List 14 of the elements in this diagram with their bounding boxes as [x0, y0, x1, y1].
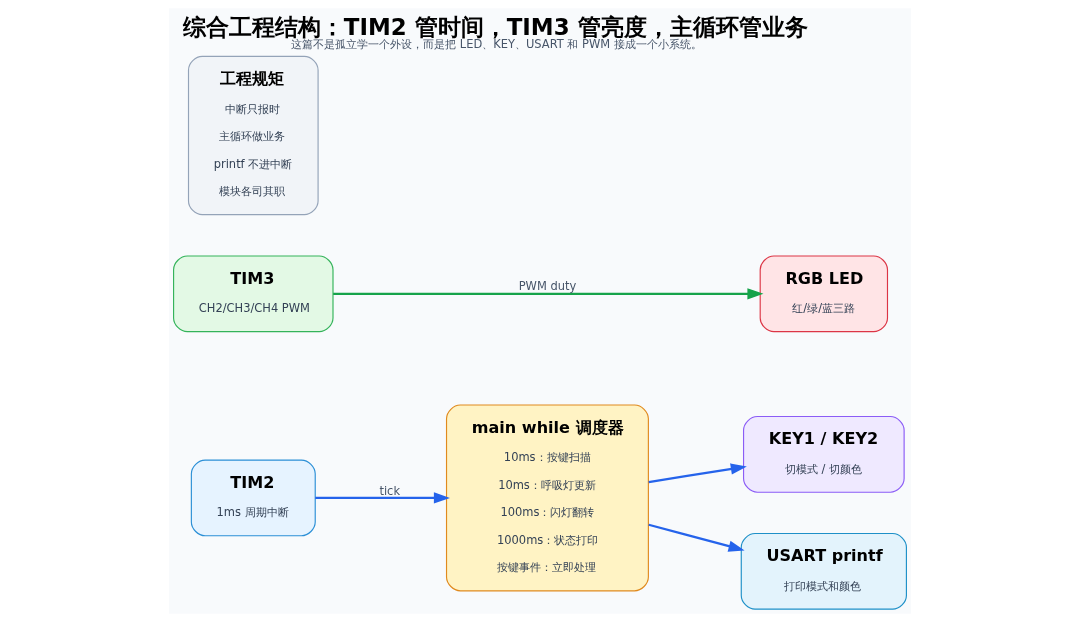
- arrow: [333, 288, 764, 300]
- edge-label: tick: [379, 483, 401, 498]
- diagram-title: 综合工程结构：TIM2 管时间，TIM3 管亮度，主循环管业务: [182, 13, 808, 40]
- arrow: [648, 463, 747, 484]
- arrow: [648, 523, 745, 552]
- node-box: TIM3 CH2/CH3/CH4 PWM: [173, 255, 334, 333]
- node-box: RGB LED 红/绿/蓝三路: [759, 255, 889, 333]
- node-box: USART printf 打印模式和颜色: [740, 532, 907, 610]
- node-box: TIM2 1ms 周期中断: [190, 459, 316, 537]
- node-box: 工程规矩 中断只报时 主循环做业务 printf 不进中断 模块各司其职: [187, 55, 319, 216]
- node-box: main while 调度器 10ms：按键扫描 10ms：呼吸灯更新 100ms：闪灯翻转 1000ms：状态打印 按键事件：立即处理: [445, 404, 649, 592]
- node-box: KEY1 / KEY2 切模式 / 切颜色: [743, 415, 905, 493]
- arrow: [315, 492, 450, 504]
- edge-label: PWM duty: [518, 279, 577, 294]
